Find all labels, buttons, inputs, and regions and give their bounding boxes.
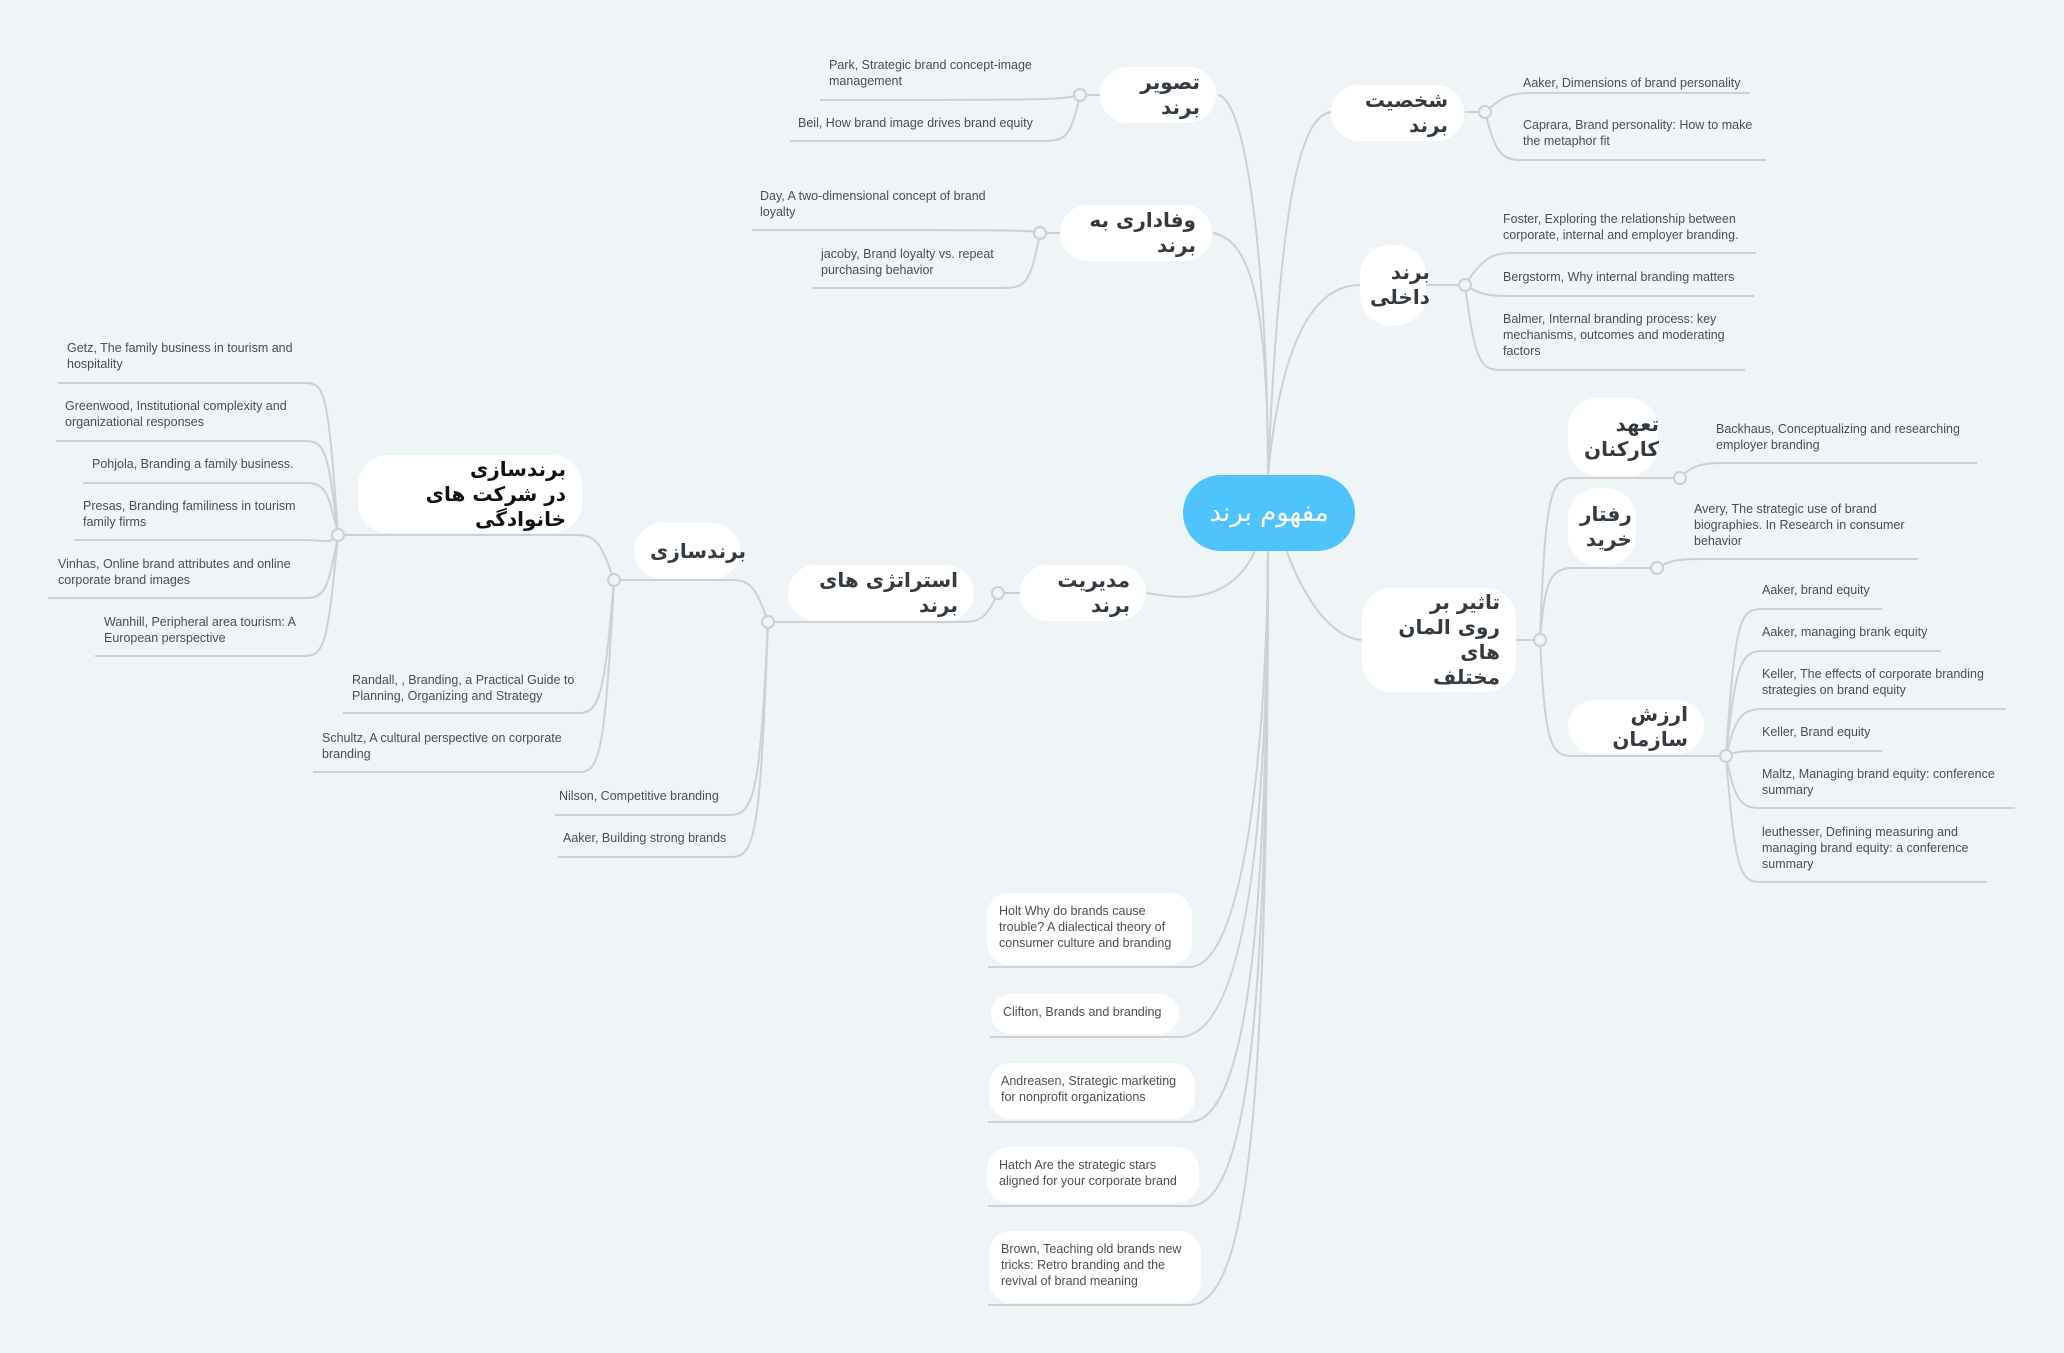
topic-organization-value[interactable]: ارزش سازمان [1568, 700, 1704, 754]
ref-wanhill: Wanhill, Peripheral area tourism: A Euro… [104, 615, 296, 645]
central-topic[interactable]: مفهوم برند [1183, 475, 1355, 551]
topic-family-business-branding[interactable]: برندسازی در شرکت های خانوادگی [358, 455, 582, 533]
topic-effect-on-elements[interactable]: تاثیر بر روی المان های مختلف [1362, 588, 1516, 692]
ref-day: Day, A two-dimensional concept of brand … [760, 189, 986, 219]
ref-vinhas: Vinhas, Online brand attributes and onli… [58, 557, 291, 587]
topic-brand-management[interactable]: مدیریت برند [1020, 565, 1146, 621]
ref-presas: Presas, Branding familiness in tourism f… [83, 499, 296, 529]
ref-randall: Randall, , Branding, a Practical Guide t… [352, 673, 575, 703]
topic-internal-brand[interactable]: برند داخلی [1360, 245, 1430, 325]
ref-park: Park, Strategic brand concept-image mana… [829, 58, 1032, 88]
ref-getz: Getz, The family business in tourism and… [67, 341, 293, 371]
ref-backhaus: Backhaus, Conceptualizing and researchin… [1716, 422, 1960, 452]
central-topic-label: مفهوم برند [1209, 497, 1329, 528]
topic-employee-commitment[interactable]: تعهد کارکنان [1568, 398, 1659, 476]
ref-clifton[interactable]: Clifton, Brands and branding [991, 994, 1179, 1034]
ref-aaker-personality: Aaker, Dimensions of brand personality [1523, 76, 1741, 90]
ref-hatch[interactable]: Hatch Are the strategic stars aligned fo… [987, 1147, 1199, 1203]
topic-brand-loyalty[interactable]: وفاداری به برند [1060, 205, 1212, 261]
ref-maltz: Maltz, Managing brand equity: conference… [1762, 767, 1995, 797]
ref-holt[interactable]: Holt Why do brands cause trouble? A dial… [987, 893, 1192, 965]
ref-greenwood: Greenwood, Institutional complexity and … [65, 399, 287, 429]
ref-brown[interactable]: Brown, Teaching old brands new tricks: R… [989, 1231, 1201, 1303]
ref-caprara: Caprara, Brand personality: How to make … [1523, 118, 1753, 148]
ref-pohjola: Pohjola, Branding a family business. [92, 457, 294, 471]
ref-foster: Foster, Exploring the relationship betwe… [1503, 212, 1739, 242]
ref-beil: Beil, How brand image drives brand equit… [798, 116, 1033, 130]
topic-brand-strategies[interactable]: استراتژی های برند [788, 565, 974, 621]
ref-nilson: Nilson, Competitive branding [559, 789, 719, 803]
topic-branding[interactable]: برندسازی [634, 523, 746, 579]
ref-aaker-equity: Aaker, brand equity [1762, 583, 1870, 597]
ref-schultz: Schultz, A cultural perspective on corpo… [322, 731, 562, 761]
ref-aaker-strong: Aaker, Building strong brands [563, 831, 727, 845]
ref-bergstorm: Bergstorm, Why internal branding matters [1503, 270, 1735, 284]
ref-keller-effects: Keller, The effects of corporate brandin… [1762, 667, 1984, 697]
ref-avery: Avery, The strategic use of brand biogra… [1694, 502, 1905, 548]
ref-jacoby: jacoby, Brand loyalty vs. repeat purchas… [821, 247, 994, 277]
topic-purchase-behavior[interactable]: رفتار خرید [1568, 488, 1636, 566]
topic-brand-personality[interactable]: شخصیت برند [1331, 85, 1464, 141]
ref-balmer: Balmer, Internal branding process: key m… [1503, 312, 1725, 358]
ref-leuthesser: leuthesser, Defining measuring and manag… [1762, 825, 1969, 871]
ref-aaker-managing: Aaker, managing brank equity [1762, 625, 1928, 639]
topic-brand-image[interactable]: تصویر برند [1100, 67, 1216, 123]
ref-keller-equity: Keller, Brand equity [1762, 725, 1871, 739]
ref-andreasen[interactable]: Andreasen, Strategic marketing for nonpr… [989, 1063, 1195, 1119]
